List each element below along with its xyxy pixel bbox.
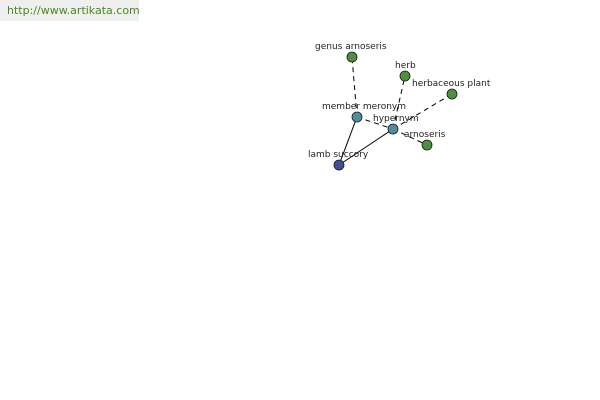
label-herbaceous-plant: herbaceous plant (412, 79, 491, 89)
edge-lamb-succory-to-hypernym (338, 128, 394, 166)
edge-lamb-succory-to-member-meronym (338, 116, 358, 166)
label-herb: herb (395, 61, 416, 71)
nodes-layer (333, 51, 458, 171)
label-member-meronym: member meronym (322, 102, 406, 112)
node-hypernym[interactable] (387, 123, 399, 135)
edge-hypernym-to-arnoseris (392, 128, 428, 146)
node-member-meronym[interactable] (351, 111, 363, 123)
label-lamb-succory: lamb succory (308, 150, 369, 160)
edges-layer (338, 56, 453, 166)
node-arnoseris[interactable] (421, 139, 433, 151)
label-genus-arnoseris: genus arnoseris (315, 42, 387, 52)
labels-layer: lamb succory member meronym hypernym genus … (308, 42, 491, 160)
label-hypernym: hypernym (373, 114, 419, 124)
node-herbaceous-plant[interactable] (446, 88, 458, 100)
url-text[interactable]: http://www.artikata.com (7, 4, 140, 17)
edge-hypernym-to-herb (392, 75, 406, 130)
edge-hypernym-to-herbaceous-plant (392, 93, 453, 130)
node-genus-arnoseris[interactable] (346, 51, 358, 63)
node-herb[interactable] (399, 70, 411, 82)
url-banner: http://www.artikata.com (0, 0, 140, 21)
node-lamb-succory[interactable] (333, 159, 345, 171)
label-arnoseris: arnoseris (404, 130, 446, 140)
edge-member-meronym-to-genus-arnoseris (351, 56, 358, 118)
edge-member-meronym-to-hypernym (356, 116, 394, 130)
